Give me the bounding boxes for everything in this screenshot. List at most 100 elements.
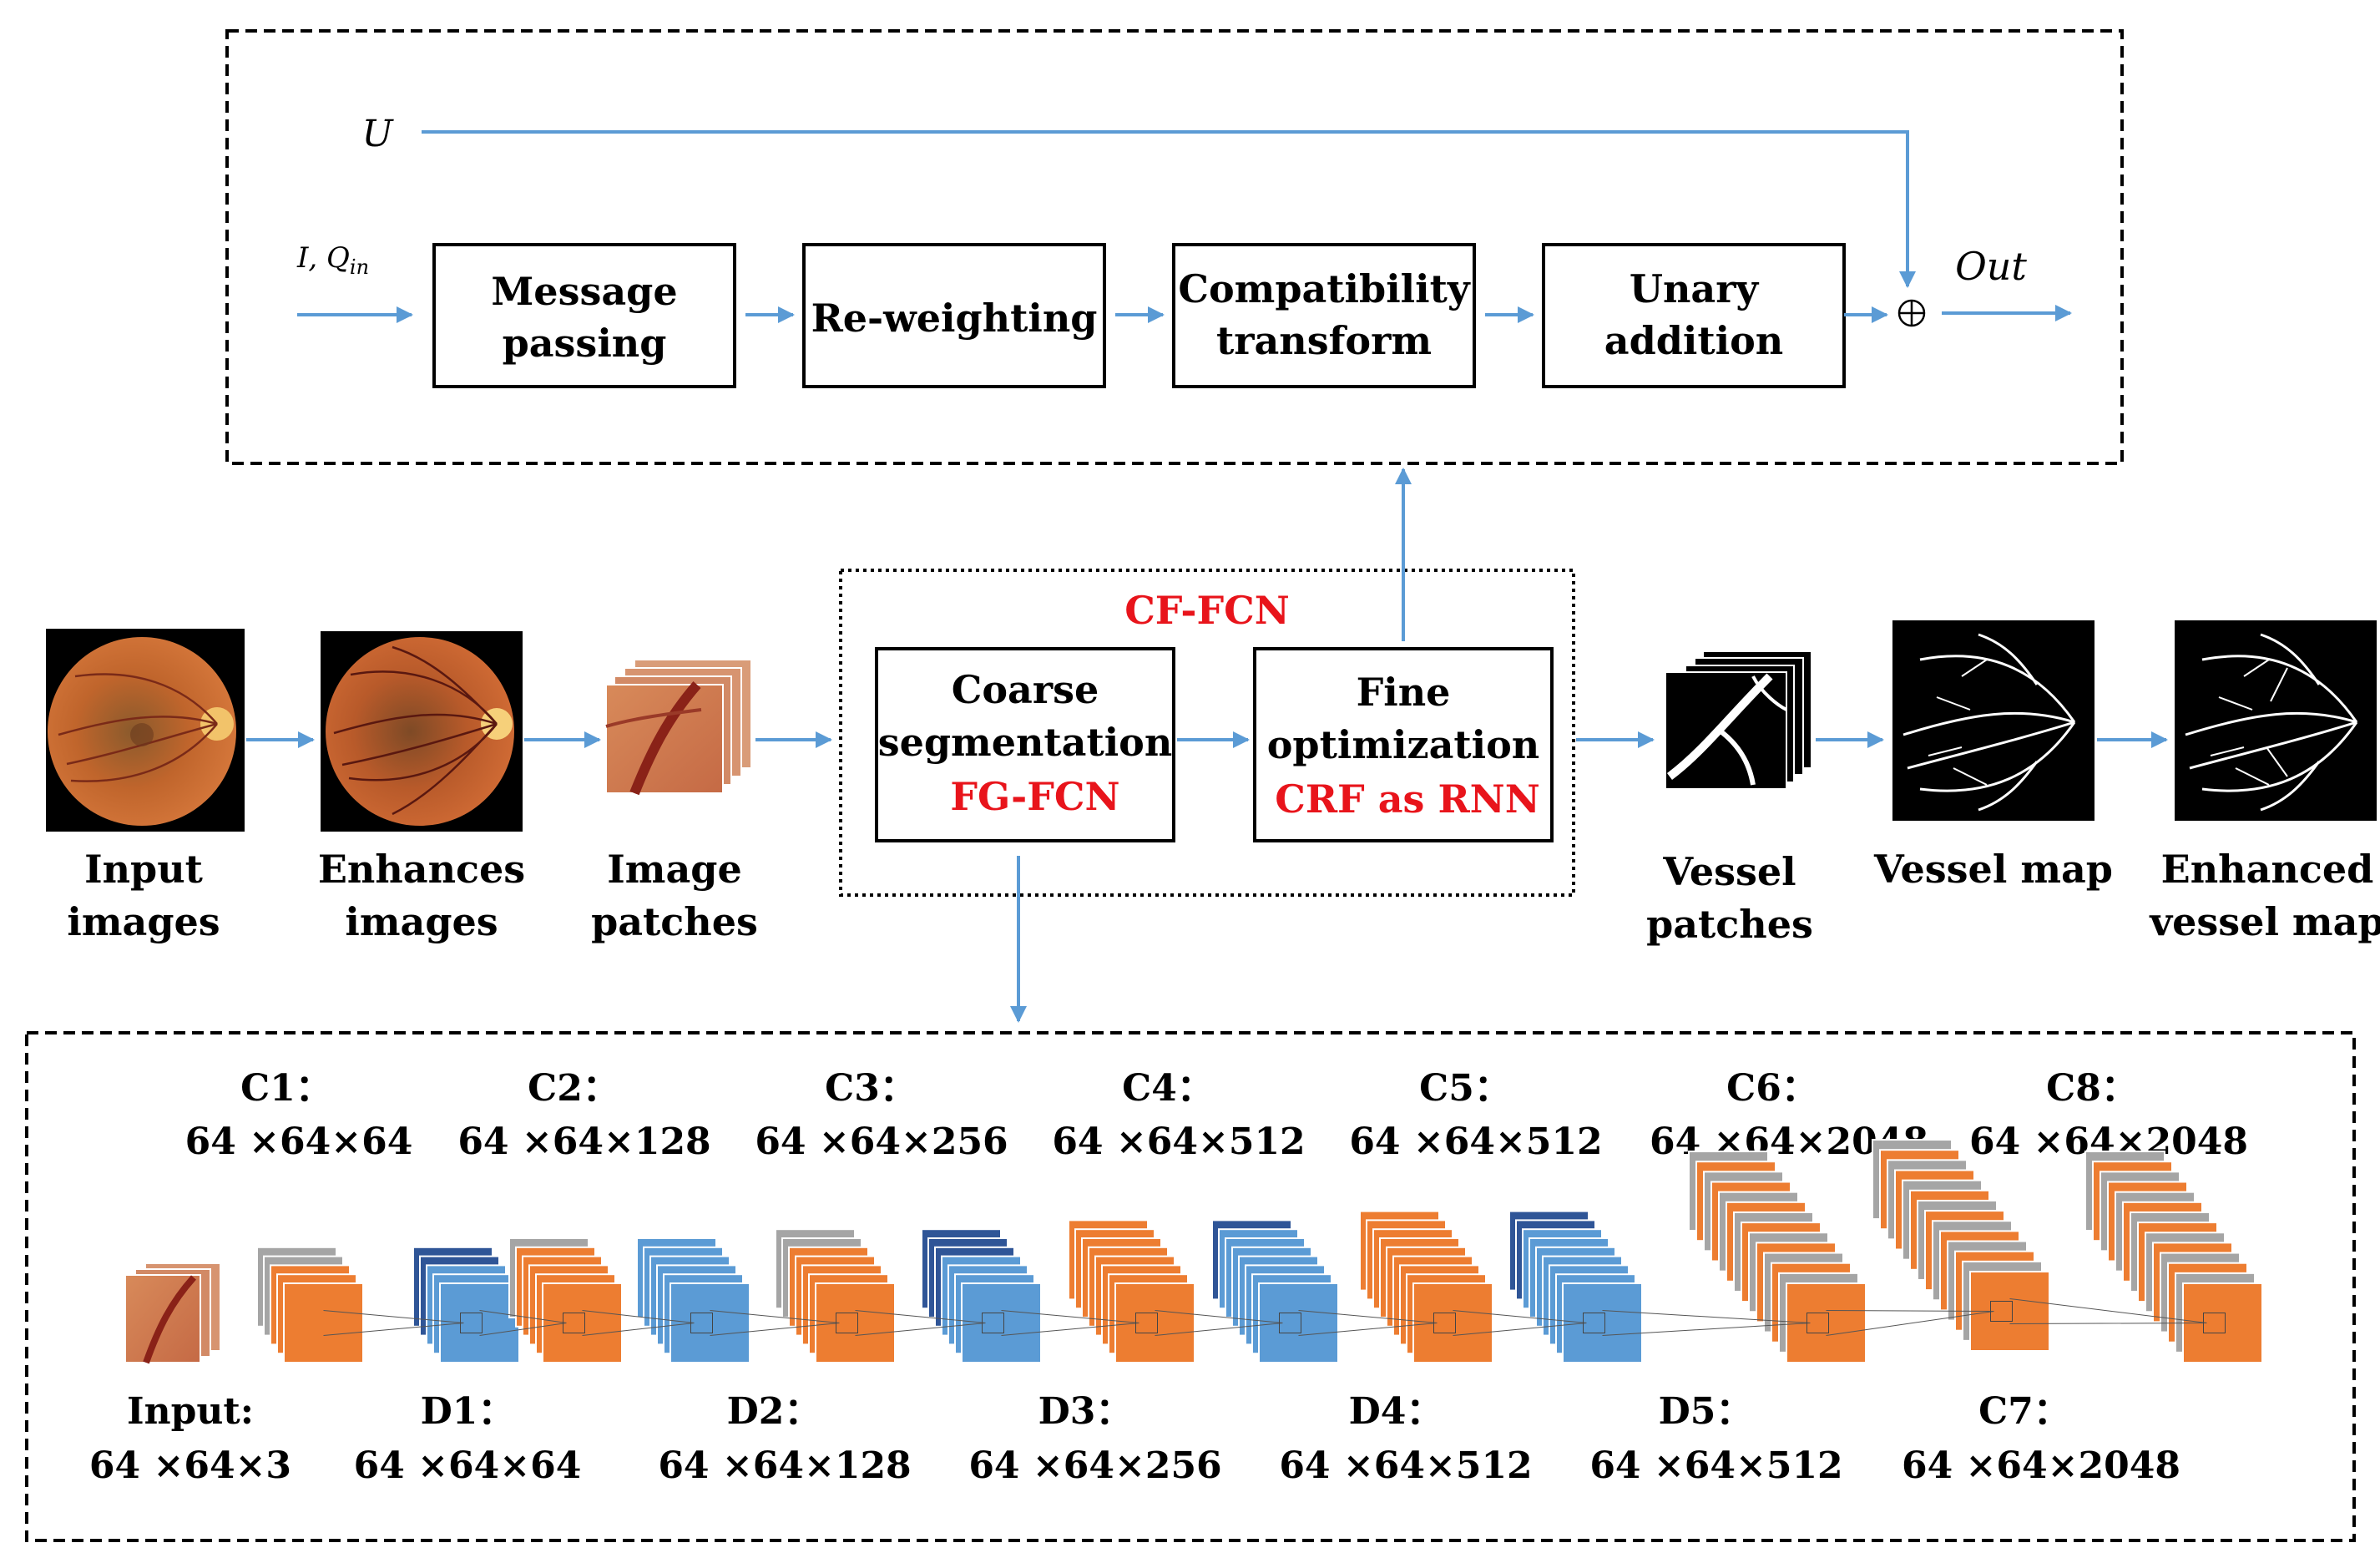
feature-map-stack [1688,1151,1867,1363]
network-panel: C1： 64 ×64×64 C2： 64 ×64×128 C3： 64 ×64×… [25,1031,2356,1542]
feature-map-layer [439,1282,520,1363]
kernel-box [1279,1313,1301,1333]
fine-label-2: optimization [1267,722,1540,767]
layer-name: D1： [421,1390,515,1433]
crf-rnn-label: CRF as RNN [1275,776,1540,822]
layer-dims: 64 ×64×512 [1279,1444,1532,1487]
layer-name: Input: [127,1390,254,1433]
kernel-connector [1155,1310,1283,1336]
vessel-patches-label-2: patches [1646,902,1813,947]
feature-map-layer [961,1282,1042,1363]
feature-map-layer [542,1282,623,1363]
reweighting-block: Re-weighting [802,243,1106,388]
feature-map-stack [2084,1151,2263,1363]
layer-name: C7： [1978,1390,2070,1433]
compatibility-label-2: transform [1216,318,1432,363]
feature-map-stack [1359,1210,1493,1363]
output-label: Out [1955,244,2027,289]
vessel-map-image [1892,620,2095,821]
kernel-box [1806,1313,1829,1333]
coarse-label-1: Coarse [952,667,1099,712]
cffcn-title: CF-FCN [1124,588,1290,633]
kernel-box [836,1313,858,1333]
layer-dims: 64 ×64×256 [968,1444,1221,1487]
fg-fcn-label: FG-FCN [950,774,1119,819]
layer-name: D2： [727,1390,821,1433]
feature-map-layer [1114,1282,1195,1363]
kernel-box [1433,1313,1456,1333]
kernel-box [982,1313,1004,1333]
bottom-layer-labels: Input: 64 ×64×3 D1： 64 ×64×64 D2： 64 ×64… [89,1390,2180,1487]
layer-dims: 64 ×64×512 [1349,1120,1602,1163]
feature-map-stacks [256,1139,2263,1363]
layer-dims: 64 ×64×128 [457,1120,710,1163]
message-passing-label-1: Message [491,269,677,314]
kernel-connector [1298,1310,1438,1336]
unary-addition-label-1: Unary [1630,266,1760,311]
vessel-patches-label-1: Vessel [1662,849,1796,894]
feature-map-stack [256,1246,364,1363]
layer-name: D5： [1659,1390,1753,1433]
kernel-box [2203,1313,2226,1333]
feature-map-layer [670,1282,750,1363]
kernel-box [1583,1313,1605,1333]
iq-input-label: I, Qin [296,241,369,279]
enhanced-map-label-2: vessel map [2149,899,2380,944]
vessel-patches-stack [1665,650,1812,790]
feature-map-layer [815,1282,896,1363]
kernel-box [1135,1313,1158,1333]
feature-map-layer [1562,1282,1643,1363]
enhanced-vessel-map-image [2175,620,2377,821]
compatibility-label-1: Compatibility [1178,266,1470,311]
feature-map-stack [1872,1139,2050,1352]
input-fundus-image [46,629,245,832]
layer-name: C3： [825,1067,917,1110]
unary-skip-arrow [422,130,1916,288]
enhanced-images-label-1: Enhances [318,847,525,892]
fine-label-1: Fine [1357,670,1451,715]
network-panel-border [25,1031,2356,1542]
layer-name: C8： [2046,1067,2138,1110]
feature-map-layer [1258,1282,1339,1363]
image-patches-label-2: patches [591,899,758,944]
feature-map-stack [412,1246,520,1363]
layer-dims: 64 ×64×2048 [1902,1444,2180,1487]
feature-map-stack [636,1237,750,1363]
kernel-box [690,1313,713,1333]
enhanced-map-label-1: Enhanced [2161,847,2374,892]
layer-dims: 64 ×64×64 [354,1444,582,1487]
layer-dims: 64 ×64×3 [89,1444,291,1487]
pipeline-row: Input images Enhances images Image patch… [46,468,2380,1023]
compatibility-transform-block: Compatibility transform [1172,243,1476,388]
kernel-connector [582,1310,695,1336]
layer-name: C2： [528,1067,619,1110]
kernel-connector [2009,1298,2207,1324]
coarse-segmentation-block: Coarse segmentation FG-FCN [875,647,1175,842]
kernel-connector [1453,1310,1587,1336]
fine-optimization-block: Fine optimization CRF as RNN [1253,647,1554,842]
kernel-connector [1602,1310,1811,1336]
layer-dims: 64 ×64×64 [185,1120,413,1163]
feature-map-layer [1786,1282,1867,1363]
input-images-label-2: images [67,899,220,944]
message-passing-label-2: passing [503,321,667,366]
feature-map-stack [1211,1219,1339,1363]
layer-dims: 64 ×64×512 [1052,1120,1305,1163]
layer-name: C4： [1122,1067,1214,1110]
feature-map-stack [921,1228,1042,1363]
coarse-label-2: segmentation [878,720,1173,765]
kernel-connector [479,1310,567,1336]
layer-name: C5： [1419,1067,1511,1110]
image-patches-label-1: Image [607,847,741,892]
layer-name: C6： [1726,1067,1818,1110]
feature-map-layer [283,1282,364,1363]
feature-map-layer [1412,1282,1493,1363]
layer-dims: 64 ×64×512 [1589,1444,1842,1487]
kernel-connector [710,1310,840,1336]
feature-map-stack [1068,1219,1195,1363]
crf-panel-border [225,29,2124,465]
kernel-box [1990,1301,2013,1322]
feature-map-stack [1508,1210,1643,1363]
cffcn-block: CF-FCN Coarse segmentation FG-FCN Fine o… [839,569,1575,897]
